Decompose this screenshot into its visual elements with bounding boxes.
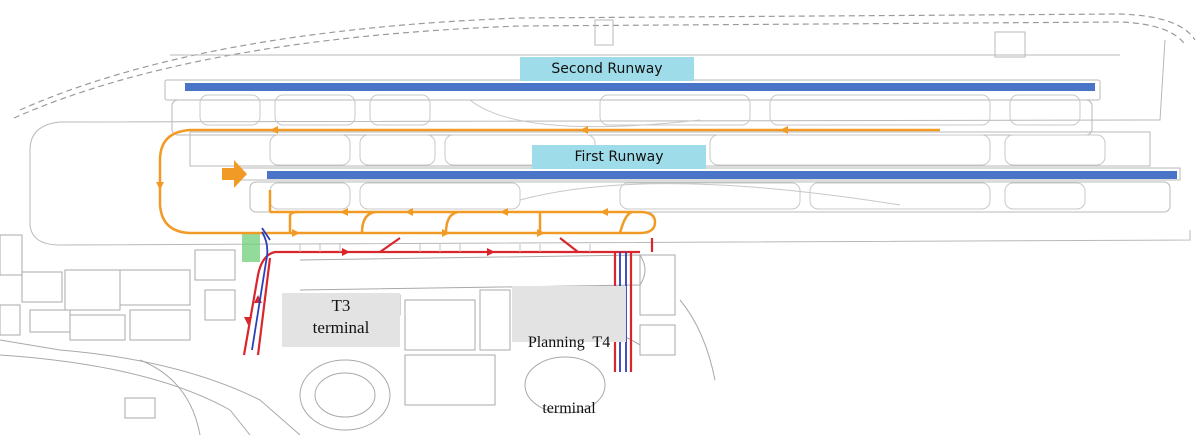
t3-terminal-line2: terminal (312, 318, 370, 337)
green-apron (242, 232, 260, 262)
second-runway-label: Second Runway (520, 57, 694, 81)
airfield-linework (29, 19, 1191, 246)
taxiway-connectors (199, 94, 1106, 210)
t4-terminal-line2: terminal (542, 400, 596, 417)
orange-taxi-route (158, 128, 940, 235)
first-runway-label: First Runway (532, 145, 706, 169)
orange-route-arrows (156, 126, 788, 237)
stand-marks (299, 244, 591, 252)
perimeter-road (13, 13, 1196, 119)
t4-terminal-label: Planning T4 terminal (512, 286, 626, 417)
t4-terminal-line1: Planning T4 (527, 334, 611, 351)
first-runway-strip (267, 171, 1177, 179)
second-runway-strip (185, 83, 1095, 91)
t3-terminal-label: T3 terminal (282, 293, 400, 347)
t3-terminal-line1: T3 (331, 296, 351, 315)
direction-arrow-icon (222, 160, 247, 188)
